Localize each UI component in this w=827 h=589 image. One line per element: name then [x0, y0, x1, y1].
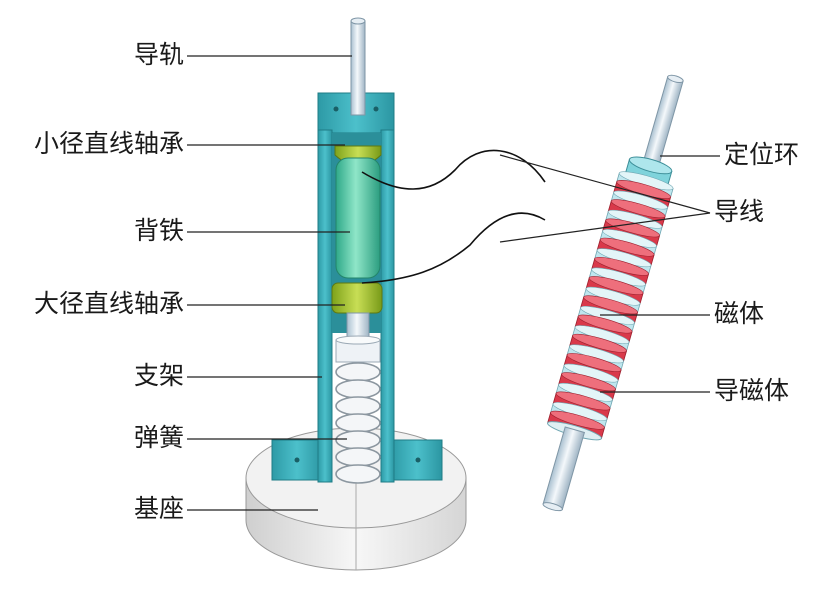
label-flux-guide: 导磁体 [714, 376, 790, 405]
right-assembly [542, 74, 684, 512]
magnet-ring-top [599, 237, 655, 257]
label-back-iron: 背铁 [133, 216, 184, 245]
label-bracket: 支架 [133, 361, 184, 390]
magnet-ring-top [583, 295, 638, 315]
magnet-ring-top [555, 391, 611, 411]
label-spring: 弹簧 [133, 423, 184, 452]
guide-rail [350, 20, 366, 116]
magnet-ring-top [550, 410, 605, 430]
spring [335, 362, 381, 484]
magnet-ring-top [566, 353, 622, 372]
wires-left [361, 149, 546, 284]
magnet-ring-top [572, 333, 627, 353]
label-small-bearing: 小径直线轴承 [33, 129, 184, 158]
magnet-ring-top [577, 314, 633, 334]
magnet-ring-top [588, 276, 644, 295]
magnet-ring-top [561, 372, 616, 392]
leader-lines [187, 55, 720, 511]
washer [335, 335, 381, 363]
label-large-bearing: 大径直线轴承 [33, 289, 184, 318]
label-magnet: 磁体 [714, 299, 765, 328]
magnet-ring-top [594, 256, 649, 276]
back-iron [335, 157, 381, 279]
magnet-ring-top [610, 199, 666, 219]
label-base: 基座 [133, 494, 184, 523]
label-guide-rail: 导轨 [133, 40, 184, 69]
large-bearing [331, 282, 383, 314]
label-wire: 导线 [714, 197, 765, 226]
label-locating-ring: 定位环 [724, 140, 800, 169]
